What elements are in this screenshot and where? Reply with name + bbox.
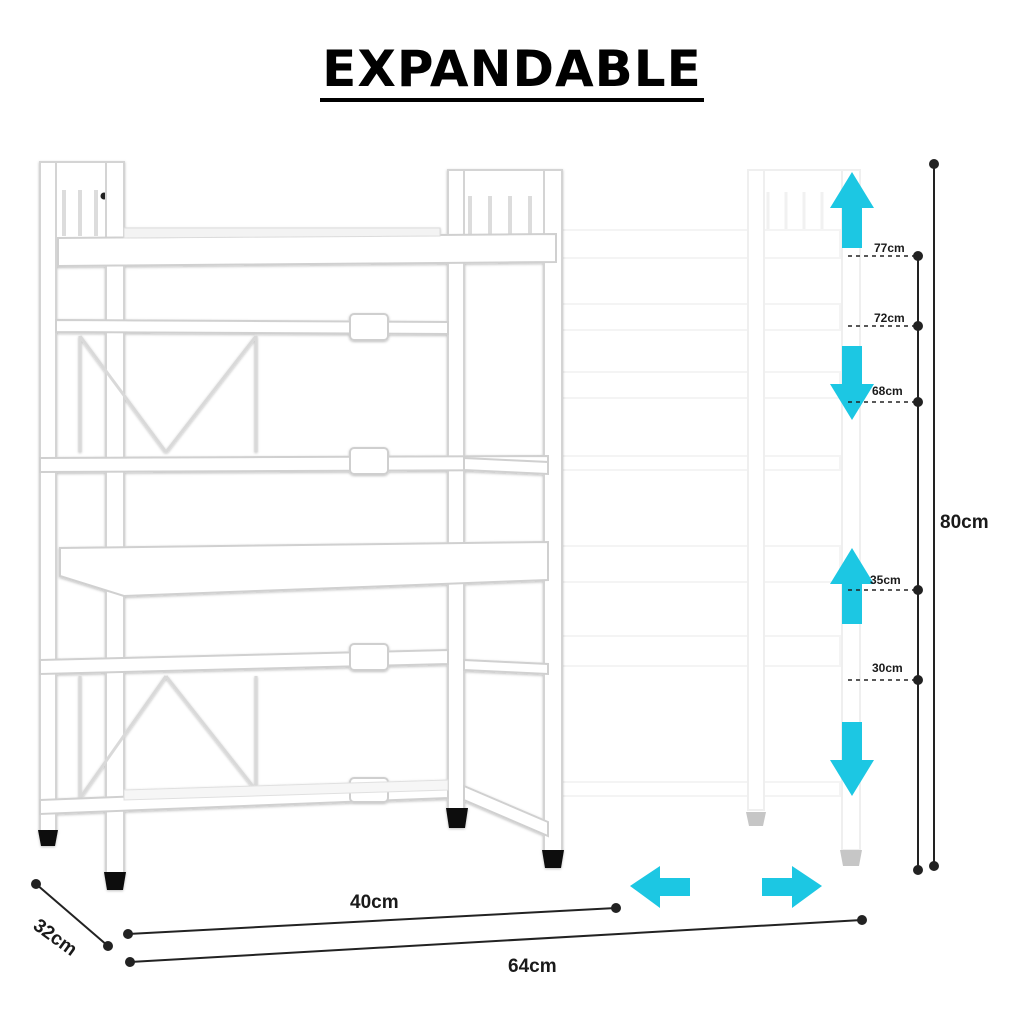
telescoping-bar-bottom <box>39 777 549 838</box>
min-width-label: 40cm <box>350 892 399 913</box>
shelf-extension-ghost <box>559 169 862 866</box>
page-title: EXPANDABLE <box>0 40 1024 102</box>
shelf-top <box>57 232 557 268</box>
shelf-height-label-72: 72cm <box>874 311 905 325</box>
ghost-shelf-5 <box>559 635 841 667</box>
post-left-back <box>39 161 57 835</box>
shelf-unit <box>38 161 564 890</box>
foot-middle-front <box>542 850 564 868</box>
arrow-up-icon <box>830 172 874 248</box>
cross-brace-upper <box>78 335 258 453</box>
ghost-shelf-3 <box>559 371 841 399</box>
arrow-down-icon <box>830 346 874 420</box>
telescoping-bar-3 <box>39 643 449 676</box>
dimension-lines <box>31 159 939 967</box>
cross-brace-lower <box>78 675 258 799</box>
telescoping-bar-1 <box>55 313 449 341</box>
middle-top-panel <box>447 169 557 245</box>
ghost-shelf-2 <box>559 303 841 331</box>
arrow-right-icon <box>762 866 822 908</box>
shelf-height-label-77: 77cm <box>874 241 905 255</box>
foot-left-back <box>38 830 58 846</box>
foot-middle-back <box>446 808 468 828</box>
ghost-shelf-4 <box>559 545 841 583</box>
post-middle-front <box>543 169 563 853</box>
arrow-down-icon <box>830 722 874 796</box>
shelf-height-label-30: 30cm <box>872 661 903 675</box>
ghost-panel-slats <box>766 192 824 232</box>
arrow-left-icon <box>630 866 690 908</box>
ghost-bar-mid <box>559 455 841 471</box>
shelf-middle <box>59 540 549 598</box>
arrow-up-icon <box>830 548 874 624</box>
post-middle-back <box>447 169 465 811</box>
title-text: EXPANDABLE <box>320 40 704 102</box>
vertical-arrows <box>830 172 874 796</box>
max-width-label: 64cm <box>508 956 557 977</box>
depth-label: 32cm <box>29 915 81 961</box>
ghost-bar-bottom <box>559 781 841 797</box>
height-label: 80cm <box>940 512 989 533</box>
foot-left-front <box>104 872 126 890</box>
horizontal-arrows <box>630 866 822 908</box>
ghost-foot-back <box>746 812 766 826</box>
ghost-foot-front <box>840 850 862 866</box>
post-left-front <box>105 161 125 875</box>
ghost-post-back <box>747 169 765 811</box>
ghost-shelf-top <box>559 229 841 259</box>
shelf-height-label-68: 68cm <box>872 384 903 398</box>
shelf-height-label-35: 35cm <box>870 573 901 587</box>
